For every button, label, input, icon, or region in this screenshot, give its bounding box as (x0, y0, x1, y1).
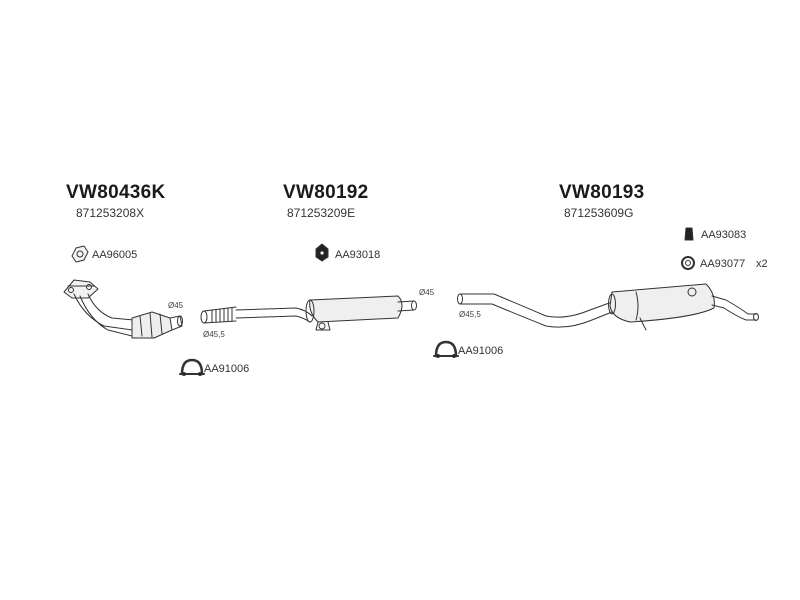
rear-silencer-pipe (457, 283, 759, 331)
dimension-middle-inlet: Ø45,5 (203, 330, 225, 339)
accessory-label-aa93083: AA93083 (701, 229, 747, 241)
accessory-label-aa91006-left: AA91006 (204, 363, 250, 375)
oem-number-front-pipe: 871253208X (76, 206, 145, 220)
oem-number-rear-silencer: 871253609G (564, 206, 634, 220)
bump-stop-icon (684, 227, 694, 241)
pipe-clamp-icon (179, 358, 205, 376)
accessory-label-aa91006-right: AA91006 (458, 345, 504, 357)
gasket-icon (71, 245, 89, 263)
hanger-bracket-icon (315, 243, 329, 262)
dimension-front-outlet: Ø45 (168, 301, 184, 310)
rubber-ring-icon (681, 256, 695, 270)
oem-number-middle-silencer: 871253209E (287, 206, 356, 220)
part-number-middle-silencer: VW80192 (283, 182, 369, 203)
part-number-rear-silencer: VW80193 (559, 182, 645, 203)
middle-silencer-pipe (200, 295, 417, 331)
accessory-quantity-aa93077: x2 (756, 258, 768, 270)
accessory-label-aa93018: AA93018 (335, 249, 381, 261)
dimension-middle-outlet: Ø45 (419, 288, 435, 297)
dimension-rear-inlet: Ø45,5 (459, 310, 481, 319)
pipe-clamp-icon (433, 340, 459, 358)
front-pipe-catalyst (63, 279, 183, 339)
accessory-label-aa93077: AA93077 (700, 258, 746, 270)
part-number-front-pipe: VW80436K (66, 182, 166, 203)
accessory-label-aa96005: AA96005 (92, 249, 138, 261)
